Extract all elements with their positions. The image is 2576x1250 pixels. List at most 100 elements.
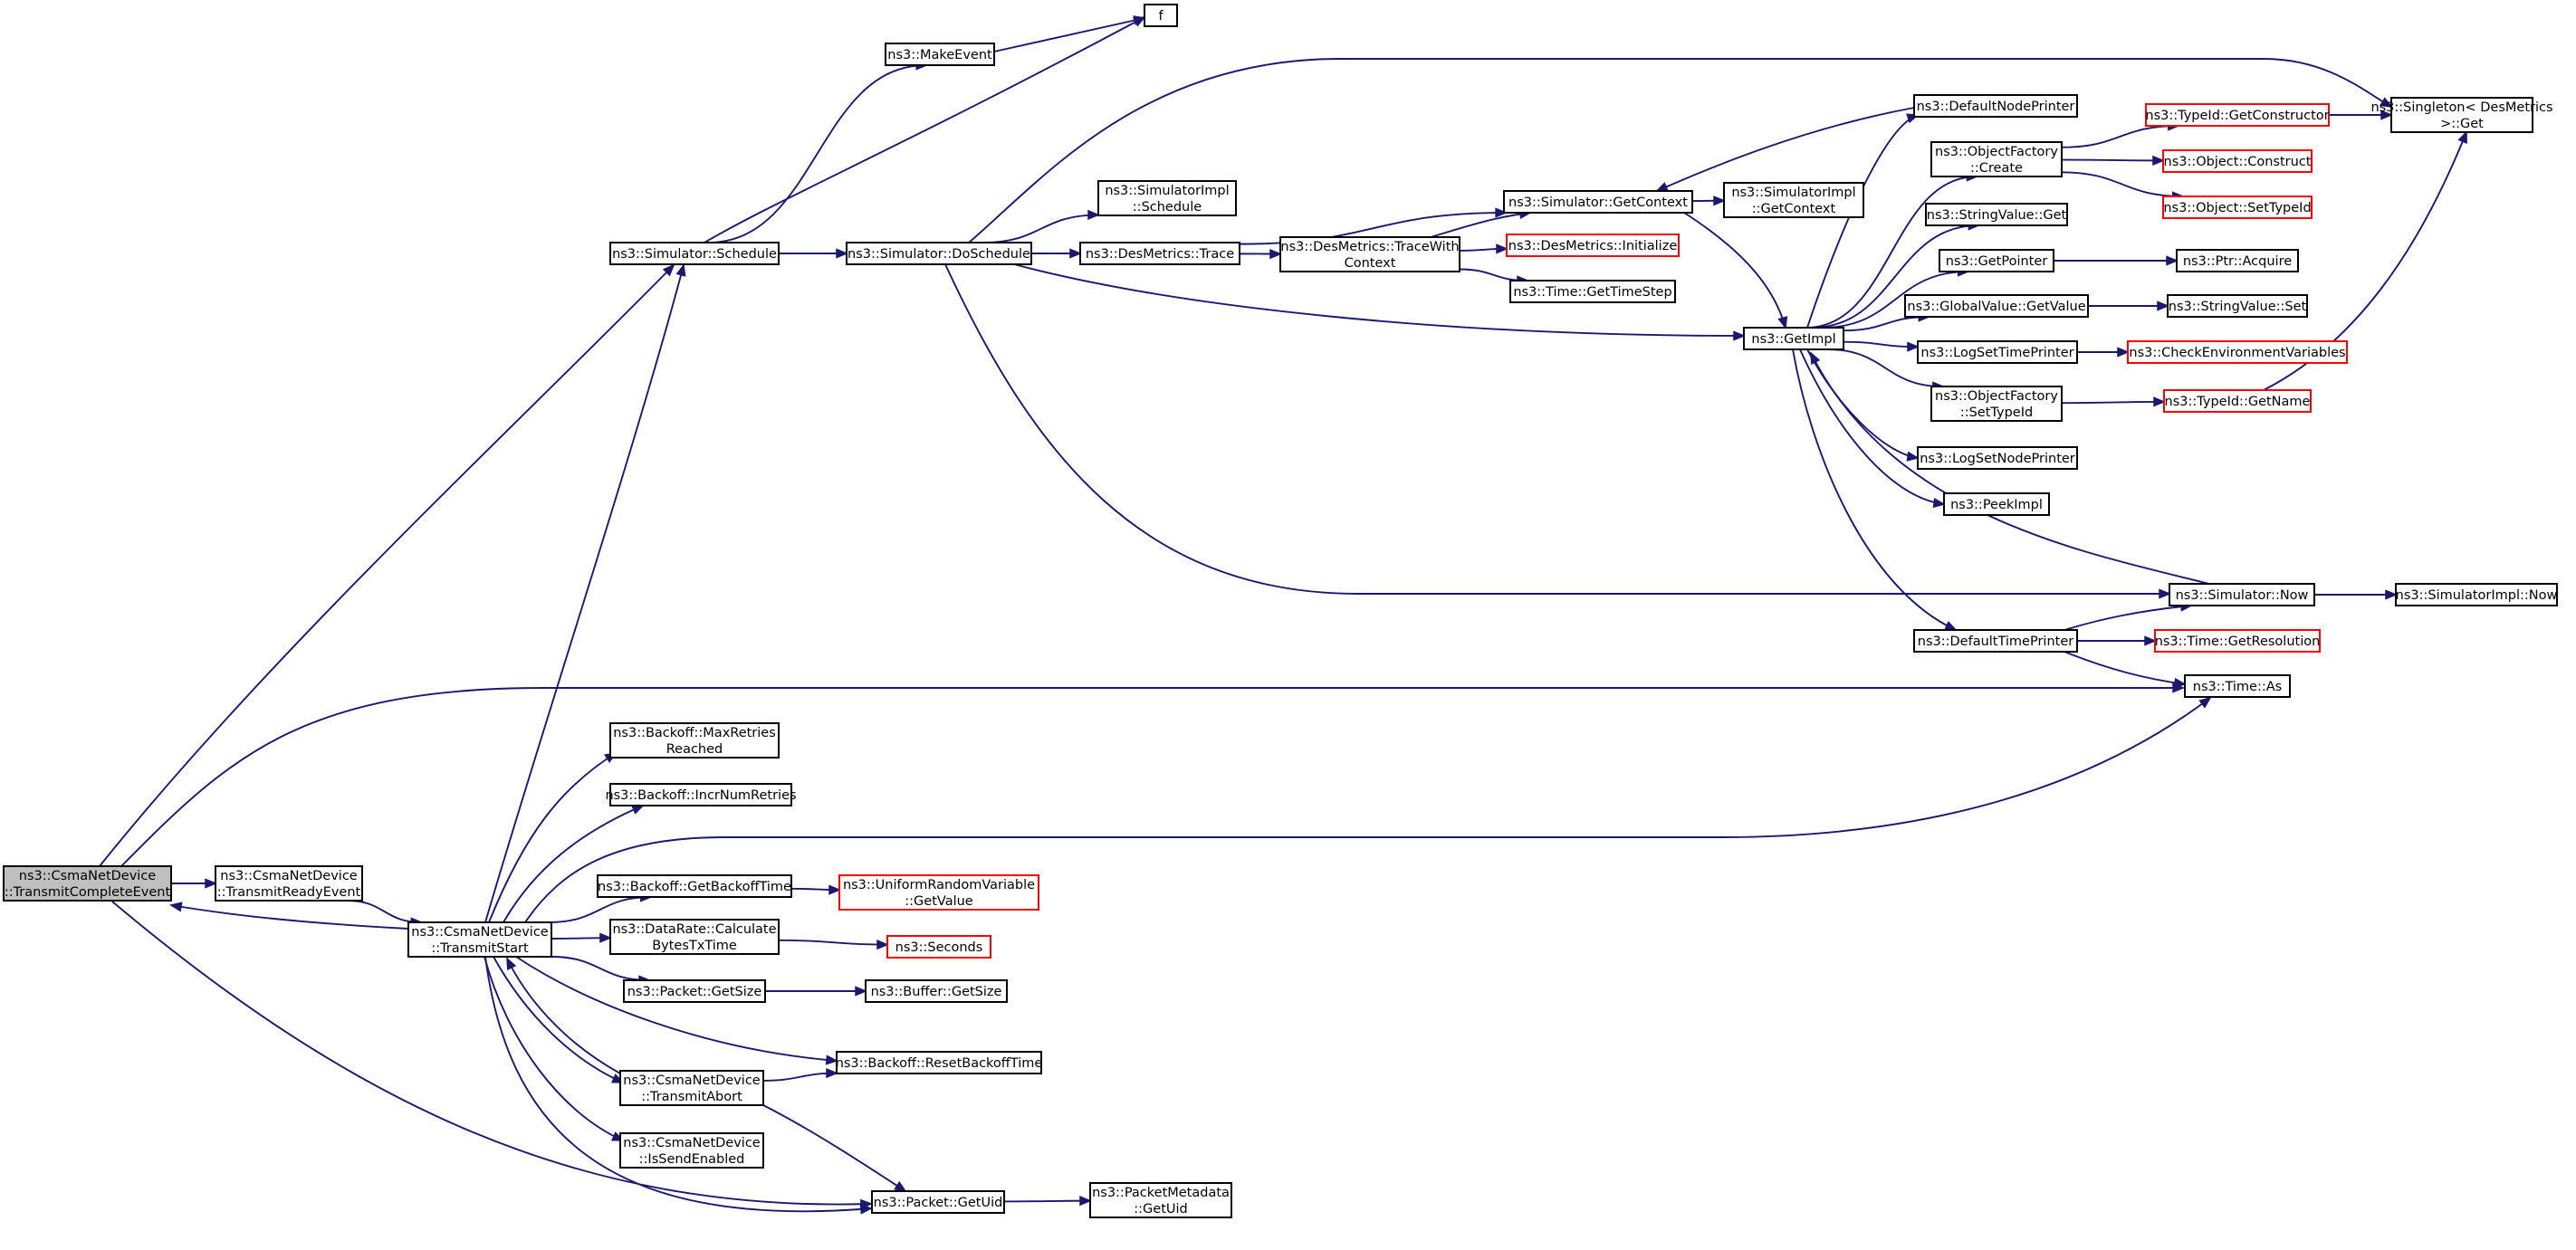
node-box[interactable] (2163, 389, 2312, 413)
node-gvgv[interactable]: ns3::GlobalValue::GetValue (1904, 294, 2089, 318)
node-sigc[interactable]: ns3::SimulatorImpl::GetContext (1723, 182, 1864, 218)
node-pimpl[interactable]: ns3::PeekImpl (1943, 492, 2050, 516)
node-brbt[interactable]: ns3::Backoff::ResetBackoffTime (836, 1051, 1043, 1074)
node-box[interactable] (619, 1070, 764, 1106)
node-box[interactable] (2390, 97, 2533, 133)
node-box[interactable] (885, 43, 995, 66)
node-ofc[interactable]: ns3::ObjectFactory::Create (1930, 141, 2063, 177)
node-pgu[interactable]: ns3::Packet::GetUid (871, 1190, 1005, 1214)
node-box[interactable] (865, 979, 1008, 1003)
node-gp[interactable]: ns3::GetPointer (1939, 249, 2054, 272)
node-box[interactable] (1930, 386, 2063, 422)
node-box[interactable] (2176, 249, 2299, 272)
node-box[interactable] (2162, 196, 2313, 219)
node-dmt[interactable]: ns3::DesMetrics::Trace (1079, 242, 1240, 265)
node-ost[interactable]: ns3::Object::SetTypeId (2162, 196, 2313, 219)
node-dnp[interactable]: ns3::DefaultNodePrinter (1913, 94, 2078, 118)
node-svg[interactable]: ns3::StringValue::Get (1925, 203, 2068, 226)
node-tas[interactable]: ns3::Time::As (2184, 674, 2291, 698)
node-box[interactable] (407, 921, 552, 958)
node-bgbt[interactable]: ns3::Backoff::GetBackoffTime (597, 874, 792, 898)
node-box[interactable] (2145, 103, 2330, 127)
node-box[interactable] (1506, 234, 1680, 257)
node-dmi[interactable]: ns3::DesMetrics::Initialize (1506, 234, 1680, 257)
node-box[interactable] (215, 865, 363, 902)
node-box[interactable] (2167, 294, 2308, 318)
node-dos[interactable]: ns3::Simulator::DoSchedule (846, 242, 1032, 265)
node-tgn[interactable]: ns3::TypeId::GetName (2163, 389, 2312, 413)
node-sims[interactable]: ns3::SimulatorImpl::Schedule (1097, 180, 1237, 216)
node-box[interactable] (609, 242, 780, 265)
node-lstp[interactable]: ns3::LogSetTimePrinter (1917, 340, 2078, 364)
node-sec[interactable]: ns3::Seconds (886, 935, 991, 959)
node-box[interactable] (1917, 446, 2078, 470)
node-bgs[interactable]: ns3::Buffer::GetSize (865, 979, 1008, 1003)
node-box[interactable] (1913, 629, 2078, 653)
node-box[interactable] (1930, 141, 2063, 177)
node-box[interactable] (1943, 492, 2050, 516)
node-box[interactable] (609, 783, 792, 806)
node-box[interactable] (623, 979, 766, 1003)
node-sinow[interactable]: ns3::SimulatorImpl::Now (2395, 583, 2558, 606)
node-box[interactable] (1743, 327, 1844, 350)
node-box[interactable] (2162, 149, 2313, 173)
node-binr[interactable]: ns3::Backoff::IncrNumRetries (605, 783, 797, 806)
node-snow[interactable]: ns3::Simulator::Now (2169, 583, 2315, 606)
node-box[interactable] (1939, 249, 2054, 272)
node-box[interactable] (1089, 1182, 1232, 1218)
node-sched[interactable]: ns3::Simulator::Schedule (609, 242, 780, 265)
node-sing[interactable]: ns3::Singleton< DesMetrics >::Get (2370, 97, 2553, 133)
node-tre[interactable]: ns3::CsmaNetDevice::TransmitReadyEvent (215, 865, 363, 902)
node-tgts[interactable]: ns3::Time::GetTimeStep (1509, 280, 1676, 303)
node-box[interactable] (2127, 340, 2348, 364)
node-ise[interactable]: ns3::CsmaNetDevice::IsSendEnabled (619, 1132, 764, 1169)
node-pgs[interactable]: ns3::Packet::GetSize (623, 979, 766, 1003)
node-box[interactable] (838, 874, 1039, 911)
node-box[interactable] (1913, 94, 2078, 118)
node-mke[interactable]: ns3::MakeEvent (885, 43, 995, 66)
node-box[interactable] (3, 865, 172, 902)
node-box[interactable] (846, 242, 1032, 265)
node-f[interactable]: f (1144, 4, 1178, 27)
node-box[interactable] (619, 1132, 764, 1169)
node-box[interactable] (2154, 629, 2321, 653)
node-root[interactable]: ns3::CsmaNetDevice::TransmitCompleteEven… (3, 865, 172, 902)
node-box[interactable] (836, 1051, 1042, 1074)
node-dtp[interactable]: ns3::DefaultTimePrinter (1913, 629, 2078, 653)
node-box[interactable] (1079, 242, 1240, 265)
node-box[interactable] (1917, 340, 2078, 364)
node-box[interactable] (1723, 182, 1864, 218)
node-box[interactable] (886, 935, 991, 959)
node-box[interactable] (1097, 180, 1237, 216)
node-urv[interactable]: ns3::UniformRandomVariable::GetValue (838, 874, 1039, 911)
node-box[interactable] (597, 874, 792, 898)
node-sgc[interactable]: ns3::Simulator::GetContext (1503, 190, 1693, 214)
node-ofst[interactable]: ns3::ObjectFactory::SetTypeId (1930, 386, 2063, 422)
node-box[interactable] (2184, 674, 2291, 698)
node-box[interactable] (1279, 236, 1460, 272)
node-lsnp[interactable]: ns3::LogSetNodePrinter (1917, 446, 2078, 470)
node-box[interactable] (1904, 294, 2089, 318)
node-box[interactable] (1509, 280, 1676, 303)
node-box[interactable] (1144, 4, 1178, 27)
node-ts[interactable]: ns3::CsmaNetDevice::TransmitStart (407, 921, 552, 958)
node-svs[interactable]: ns3::StringValue::Set (2167, 294, 2308, 318)
node-box[interactable] (2169, 583, 2315, 606)
node-box[interactable] (1925, 203, 2068, 226)
node-cev[interactable]: ns3::CheckEnvironmentVariables (2127, 340, 2348, 364)
node-pa[interactable]: ns3::Ptr::Acquire (2176, 249, 2299, 272)
node-tgr[interactable]: ns3::Time::GetResolution (2154, 629, 2321, 653)
node-gimpl[interactable]: ns3::GetImpl (1743, 327, 1844, 350)
node-box[interactable] (2395, 583, 2558, 606)
node-box[interactable] (609, 919, 780, 955)
node-pmgu[interactable]: ns3::PacketMetadata::GetUid (1089, 1182, 1232, 1218)
node-box[interactable] (1503, 190, 1693, 214)
node-box[interactable] (609, 722, 780, 759)
node-box[interactable] (871, 1190, 1005, 1214)
node-oc[interactable]: ns3::Object::Construct (2162, 149, 2313, 173)
node-ta[interactable]: ns3::CsmaNetDevice::TransmitAbort (619, 1070, 764, 1106)
node-tgc[interactable]: ns3::TypeId::GetConstructor (2145, 103, 2330, 127)
